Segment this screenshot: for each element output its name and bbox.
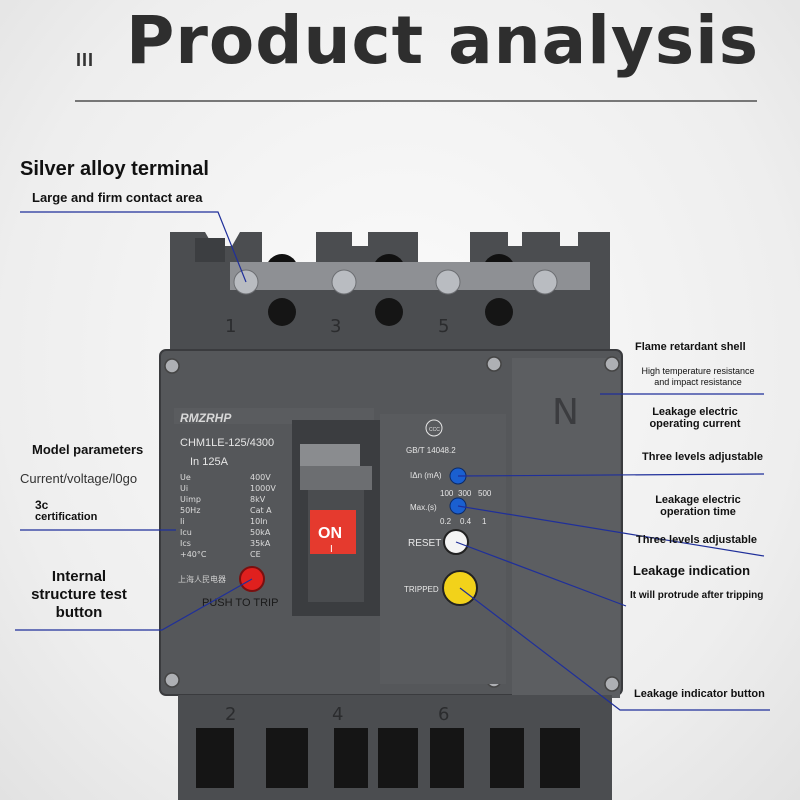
label-three-levels-1: Three levels adjustable: [642, 451, 764, 463]
svg-text:CE: CE: [250, 550, 261, 559]
label-protrude: It will protrude after tripping: [630, 590, 764, 601]
pole-3: 3: [330, 316, 341, 337]
label-flame-sub: High temperature resistance and impact r…: [630, 366, 766, 388]
leader-current-knob: [457, 473, 765, 477]
svg-text:IΔn (mA): IΔn (mA): [410, 471, 442, 480]
leader-time-knob: [457, 505, 765, 557]
label-flame-sub-1: High temperature resistance: [641, 366, 755, 376]
label-test-button-2: structure test: [31, 586, 127, 603]
label-leak-time-2: operation time: [660, 506, 736, 518]
svg-text:RESET: RESET: [408, 538, 441, 549]
label-three-levels-2: Three levels adjustable: [636, 534, 758, 546]
title-bars-icon: III: [76, 50, 95, 70]
svg-text:Ue: Ue: [180, 473, 191, 482]
svg-text:35kA: 35kA: [250, 539, 271, 548]
svg-text:Ii: Ii: [180, 517, 185, 526]
label-current-voltage: Current/voltage/l0go: [20, 471, 138, 486]
manufacturer-text: 上海人民电器: [178, 574, 226, 584]
svg-text:1: 1: [482, 517, 487, 526]
label-leak-time-1: Leakage electric: [655, 494, 741, 506]
neutral-mark: N: [552, 392, 579, 433]
svg-text:50kA: 50kA: [250, 528, 271, 537]
svg-text:100: 100: [440, 489, 454, 498]
label-test-button: Internal structure test button: [18, 568, 140, 622]
svg-text:Cat A: Cat A: [250, 506, 272, 515]
svg-text:CCC: CCC: [429, 427, 440, 433]
label-terminal-title: Silver alloy terminal: [20, 158, 209, 180]
label-test-button-3: button: [55, 604, 103, 621]
pole-2: 2: [225, 704, 236, 725]
leader-terminal: [20, 211, 247, 283]
screw-icon: [164, 358, 180, 374]
pole-4: 4: [332, 704, 343, 725]
svg-text:Max.(s): Max.(s): [410, 503, 437, 512]
svg-text:0.4: 0.4: [460, 517, 472, 526]
title-divider: [75, 100, 757, 102]
leader-reset: [455, 541, 627, 607]
pole-5: 5: [438, 316, 449, 337]
label-flame-sub-2: and impact resistance: [654, 377, 742, 387]
svg-text:Icu: Icu: [180, 528, 192, 537]
label-leak-current-1: Leakage electric: [652, 406, 738, 418]
label-leak-indication: Leakage indication: [633, 563, 751, 578]
svg-text:500: 500: [478, 489, 492, 498]
standard-text: GB/T 14048.2: [406, 446, 456, 455]
label-indicator-button: Leakage indicator button: [634, 688, 765, 700]
pole-6: 6: [438, 704, 449, 725]
svg-text:0.2: 0.2: [440, 517, 452, 526]
svg-text:Ui: Ui: [180, 484, 188, 493]
rating-text: In 125A: [190, 456, 229, 468]
svg-text:400V: 400V: [250, 473, 271, 482]
label-terminal-sub: Large and firm contact area: [32, 190, 203, 205]
model-text: CHM1LE-125/4300: [180, 437, 274, 449]
label-cert-2: certification: [35, 511, 98, 523]
brand-logo: RMZRHP: [180, 411, 232, 425]
svg-text:8kV: 8kV: [250, 495, 266, 504]
svg-text:300: 300: [458, 489, 472, 498]
svg-text:10In: 10In: [250, 517, 268, 526]
page-title: Product analysis: [126, 2, 760, 79]
label-test-button-1: Internal: [51, 568, 107, 585]
label-flame-title: Flame retardant shell: [635, 341, 746, 353]
svg-text:50Hz: 50Hz: [180, 506, 200, 515]
label-leak-current: Leakage electric operating current: [630, 406, 760, 430]
toggle-handle: [300, 466, 372, 490]
svg-text:I: I: [330, 544, 333, 555]
label-leak-current-2: operating current: [649, 418, 741, 430]
svg-text:Uimp: Uimp: [180, 495, 201, 504]
label-leak-time: Leakage electric operation time: [630, 494, 766, 518]
push-to-trip-label: PUSH TO TRIP: [202, 597, 278, 609]
svg-text:+40°C: +40°C: [180, 550, 207, 559]
label-cert-1: 3c: [35, 498, 49, 512]
top-terminal-block: 1 3 5: [170, 232, 610, 350]
svg-text:1000V: 1000V: [250, 484, 276, 493]
on-window: [310, 510, 356, 554]
leader-test-button: [15, 578, 253, 631]
svg-text:TRIPPED: TRIPPED: [404, 585, 439, 594]
label-model-params: Model parameters: [32, 442, 144, 457]
on-label: ON: [318, 525, 342, 542]
pole-1: 1: [225, 316, 236, 337]
svg-text:Ics: Ics: [180, 539, 191, 548]
leader-indicator: [459, 587, 770, 711]
